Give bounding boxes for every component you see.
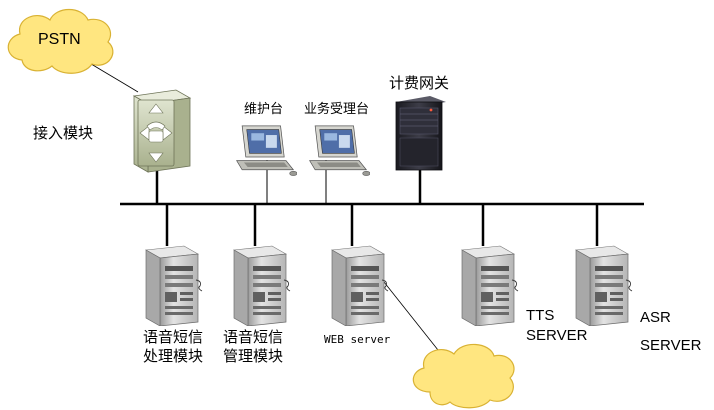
voice-sms-management-server-icon (233, 245, 291, 326)
billing-gateway-label: 计费网关 (389, 74, 450, 92)
billing-gateway-icon (395, 96, 446, 171)
voice-sms-management-label-line2: 管理模块 (223, 347, 284, 365)
maintenance-console-icon (236, 125, 297, 177)
pstn-cloud-icon (7, 8, 114, 74)
access-module-icon (132, 89, 192, 173)
voice-sms-processing-label-line2: 处理模块 (143, 347, 204, 365)
connector-lines (55, 41, 644, 351)
access-module-label: 接入模块 (33, 124, 94, 142)
tts-server-icon (461, 245, 519, 326)
asr-server-label-line1: ASR (640, 309, 671, 326)
voice-sms-management-label-line1: 语音短信 (223, 328, 284, 346)
asr-server-label-line2: SERVER (640, 337, 702, 354)
tts-server-label-line1: TTS (526, 307, 555, 324)
business-console-label: 业务受理台 (304, 102, 370, 117)
web-server-icon (331, 245, 389, 326)
web-cloud-link (383, 281, 439, 351)
asr-server-icon (575, 245, 633, 326)
voice-sms-processing-server-icon (145, 245, 203, 326)
tts-server-label-line2: SERVER (526, 327, 588, 344)
business-console-icon (309, 125, 370, 177)
web-server-label: WEB server (324, 333, 391, 346)
voice-sms-processing-label-line1: 语音短信 (143, 328, 204, 346)
maintenance-console-label: 维护台 (244, 102, 284, 117)
internet-cloud-icon (412, 343, 515, 409)
pstn-label: PSTN (38, 31, 81, 48)
